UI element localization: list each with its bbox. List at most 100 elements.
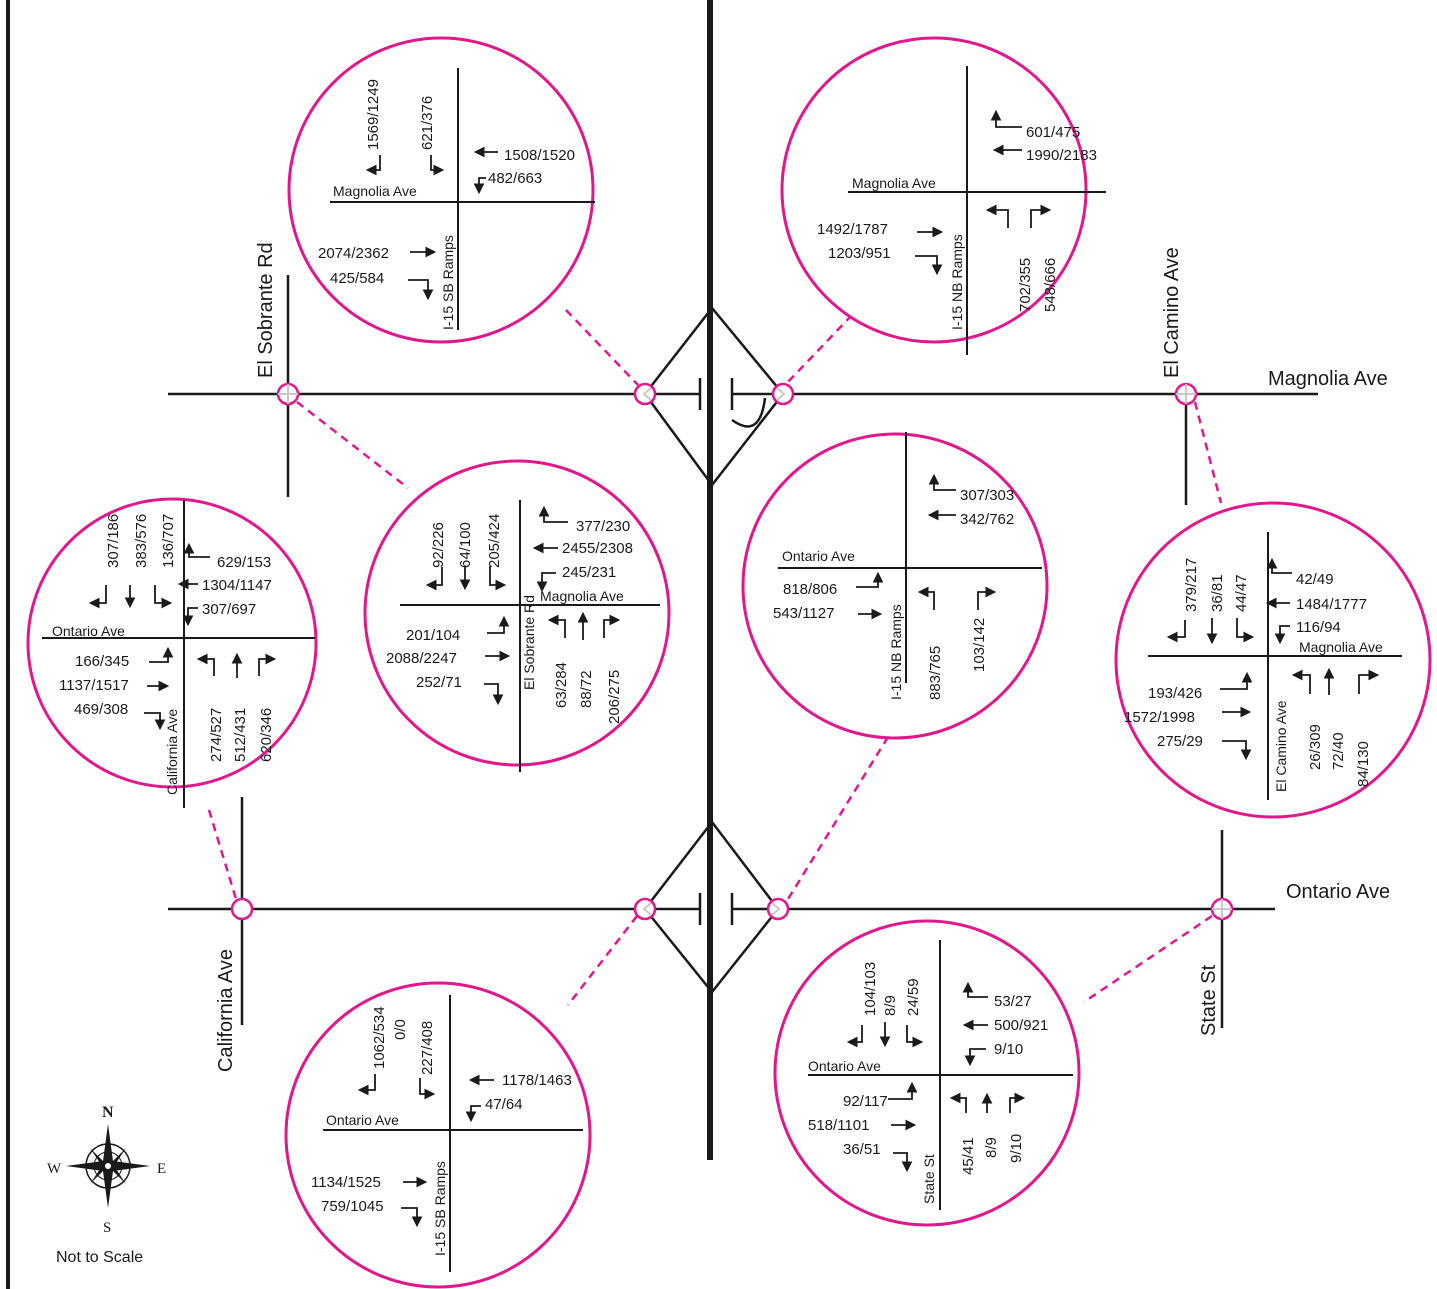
street-name-ns: El Sobrante Rd	[521, 595, 537, 690]
volume-wbt: 1304/1147	[202, 577, 272, 594]
movement-arrow-wbl	[964, 1048, 986, 1067]
volume-nbt: 72/40	[1330, 732, 1347, 770]
movement-arrow-wbl	[1274, 625, 1290, 645]
volume-sbr: 1062/534	[371, 1006, 388, 1069]
movement-arrow-ebr	[484, 683, 504, 706]
volume-wbl: 482/663	[488, 170, 542, 187]
node-marker	[633, 897, 657, 921]
street-name-ew: Magnolia Ave	[333, 183, 417, 199]
movement-arrow-nbr	[1358, 669, 1380, 694]
volume-sbt: 0/0	[392, 1019, 409, 1040]
compass-south-label: S	[103, 1220, 111, 1236]
volume-ebt: 518/1101	[808, 1117, 869, 1134]
volume-nbl: 45/41	[960, 1137, 977, 1175]
volume-nbl: 63/284	[553, 662, 570, 708]
movement-arrow-sbl	[419, 1078, 436, 1100]
leader-lines	[207, 309, 1223, 1006]
compass-rose-icon	[66, 1124, 150, 1208]
road-label-ontario: Ontario Ave	[1286, 881, 1390, 903]
road-label-el-camino: El Camino Ave	[1161, 247, 1183, 378]
movement-arrow-nbr	[603, 614, 621, 638]
volume-nbr: 620/346	[258, 708, 275, 762]
movement-arrow-nbl	[917, 586, 935, 610]
volume-ebr: 425/584	[330, 270, 384, 287]
movement-arrow-ebl	[149, 646, 174, 663]
volume-sbt: 36/81	[1209, 574, 1226, 612]
volume-wbt: 1508/1520	[504, 147, 575, 164]
movement-arrow-sbl	[489, 566, 507, 591]
bubble-circle	[363, 459, 671, 767]
street-name-ew: Ontario Ave	[326, 1112, 399, 1128]
movement-arrow-wbr	[928, 473, 956, 491]
movement-arrow-ebr	[401, 1207, 423, 1228]
movement-arrow-ebr	[144, 712, 166, 731]
street-name-ew: Magnolia Ave	[1299, 639, 1383, 655]
volume-ebt: 1134/1525	[311, 1174, 381, 1191]
movement-arrow-ebr	[408, 279, 434, 301]
movement-arrow-ebr	[1222, 740, 1252, 761]
movement-arrow-ebr	[915, 255, 943, 276]
movement-arrow-wbr	[962, 981, 988, 998]
movement-arrow-wbl	[536, 572, 556, 593]
bubble-circle	[741, 432, 1049, 740]
volume-sbl: 227/408	[419, 1021, 436, 1075]
road-label-el-sobrante: El Sobrante Rd	[255, 242, 277, 378]
movement-arrow-ebl	[487, 615, 510, 634]
movement-arrow-ebr	[893, 1152, 913, 1173]
movement-arrow-sbr	[846, 1025, 863, 1048]
movement-arrow-sbr	[365, 155, 381, 176]
volume-nbl: 274/527	[208, 708, 225, 762]
movement-arrow-wbr	[183, 542, 210, 558]
movement-arrow-sbl	[154, 585, 173, 609]
volume-ebr: 252/71	[416, 674, 462, 691]
movement-arrow-ebl	[1220, 671, 1253, 690]
volume-sbt: 8/9	[882, 995, 899, 1016]
node-marker	[766, 897, 790, 921]
volume-nbl: 702/355	[1017, 258, 1034, 312]
volume-wbt: 500/921	[994, 1017, 1048, 1034]
volume-sbt: 64/100	[457, 522, 474, 568]
volume-sbr: 307/186	[105, 514, 122, 568]
compass-east-label: E	[157, 1161, 166, 1177]
volume-ebl: 166/345	[75, 653, 129, 670]
magnolia-ave-road	[168, 275, 1318, 505]
volume-sbr: 104/103	[862, 962, 879, 1016]
volume-ebl: 92/117	[843, 1093, 888, 1110]
street-name-ns: I-15 SB Ramps	[440, 235, 456, 330]
street-name-ew: Ontario Ave	[52, 623, 125, 639]
street-name-ns: I-15 NB Ramps	[949, 234, 965, 330]
node-marker	[276, 382, 300, 406]
volume-nbt: 512/431	[232, 708, 249, 762]
movement-arrow-sbl	[1236, 618, 1255, 643]
volume-wbr: 42/49	[1296, 571, 1334, 588]
road-label-california: California Ave	[215, 949, 237, 1072]
volume-wbr: 601/475	[1026, 124, 1080, 141]
road-label-magnolia: Magnolia Ave	[1268, 368, 1388, 390]
movement-arrow-nbl	[985, 204, 1009, 228]
street-name-ew: Magnolia Ave	[540, 588, 624, 604]
movement-arrow-wbl	[465, 1105, 481, 1123]
bubble-circle	[26, 497, 318, 789]
volume-sbl: 24/59	[905, 978, 922, 1016]
node-marker	[633, 382, 657, 406]
bubble-circle	[284, 981, 592, 1289]
volume-ebr: 36/51	[843, 1141, 881, 1158]
not-to-scale-note: Not to Scale	[56, 1249, 143, 1266]
volume-nbr: 9/10	[1008, 1134, 1025, 1163]
volume-wbl: 47/64	[485, 1096, 523, 1113]
street-name-ns: California Ave	[164, 709, 180, 795]
volume-wbt: 1990/2183	[1026, 147, 1097, 164]
movement-arrow-ebl	[856, 571, 884, 588]
node-marker	[771, 382, 795, 406]
volume-ebt: 1137/1517	[59, 677, 129, 694]
node-marker	[1174, 382, 1198, 406]
volume-ebt: 2088/2247	[386, 650, 457, 667]
volume-nbt: 88/72	[578, 670, 595, 708]
movement-arrow-wbl	[182, 607, 198, 627]
